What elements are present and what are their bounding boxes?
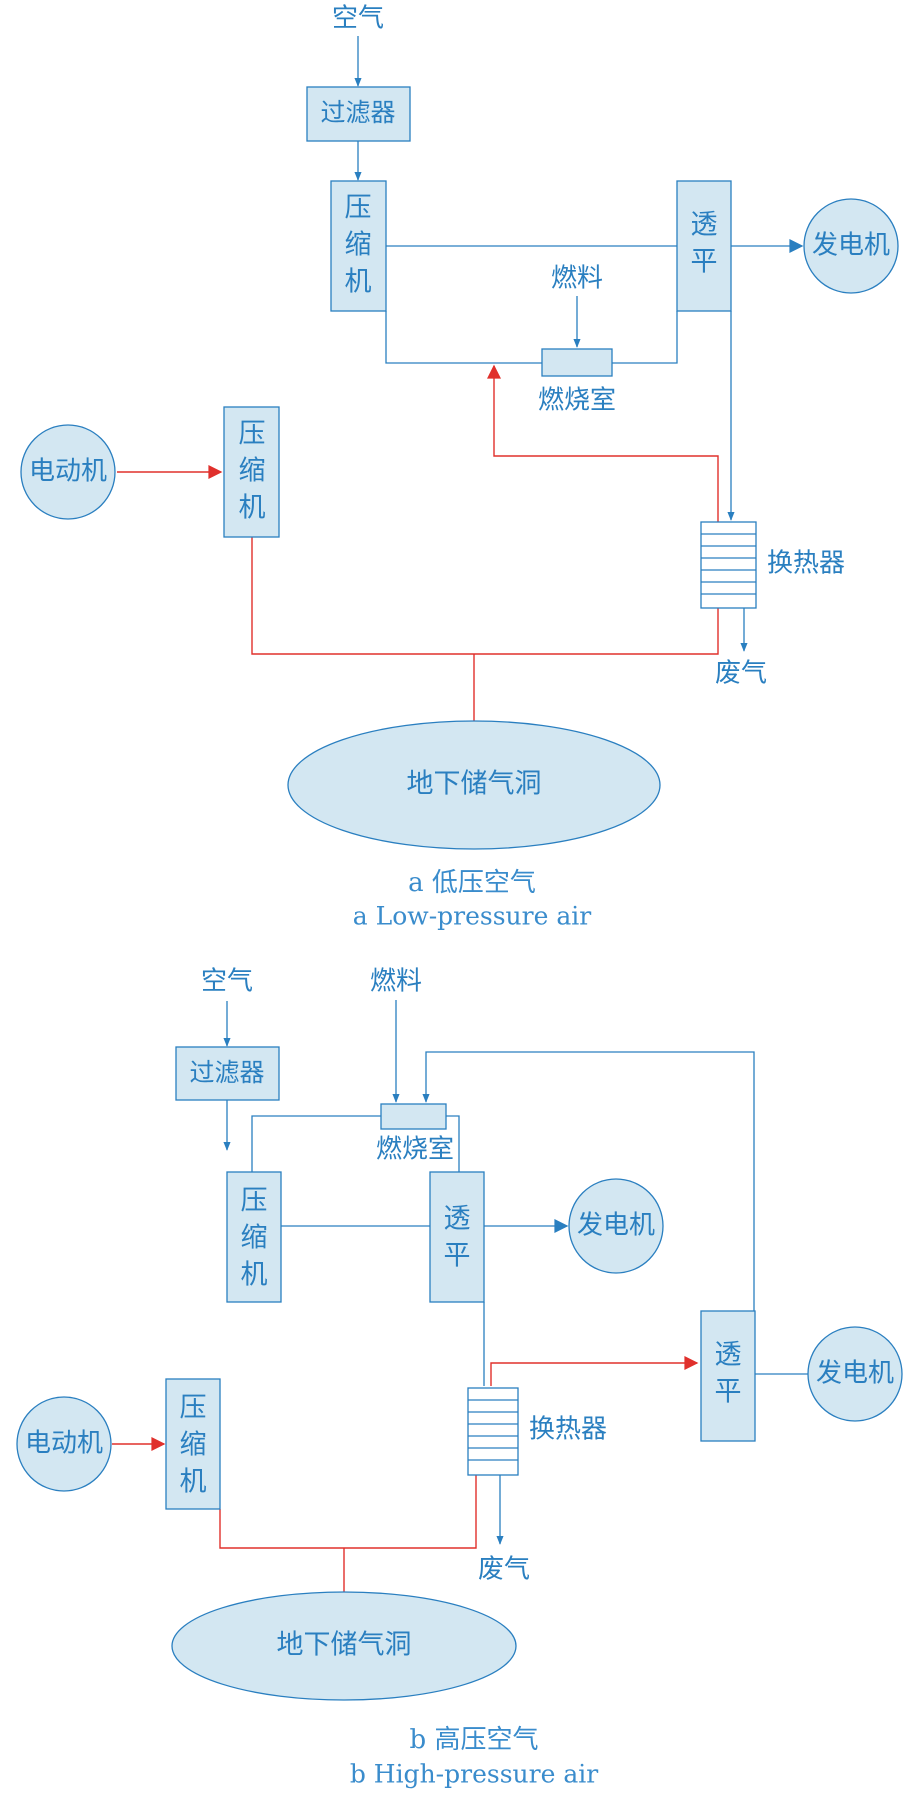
b-fuel-label: 燃料 bbox=[370, 967, 422, 997]
a-cavern-label: 地下储气洞 bbox=[407, 769, 542, 800]
b-caption-cn: b 高压空气 bbox=[410, 1725, 539, 1755]
b-motor-label: 电动机 bbox=[25, 1429, 103, 1459]
b-heated-air-line bbox=[490, 1356, 699, 1386]
diagram-b: 过滤器 压 缩 机 透 平 发电机 透 平 发电机 电动机 压 缩 机 bbox=[16, 967, 903, 1789]
a-filter-label: 过滤器 bbox=[320, 98, 395, 127]
a-turbine-char: 透 bbox=[691, 210, 718, 241]
diagram-a: 过滤器 压 缩 机 透 平 发电机 电动机 压 缩 机 地下储气洞 空气 燃料 bbox=[20, 4, 899, 931]
b-turbine2-char: 平 bbox=[715, 1377, 742, 1408]
a-air-label: 空气 bbox=[332, 4, 384, 34]
a-underground-cavern bbox=[287, 720, 661, 850]
a-motor-label: 电动机 bbox=[29, 457, 107, 487]
b-exhaust-label: 废气 bbox=[478, 1555, 530, 1585]
a-line-compressor-to-combustor bbox=[385, 311, 542, 364]
b-compressor bbox=[226, 1171, 282, 1303]
a-turbine-char: 平 bbox=[691, 247, 718, 278]
a-generator bbox=[803, 198, 899, 294]
a-compressor-2 bbox=[223, 406, 280, 538]
b-caption-en: b High-pressure air bbox=[350, 1760, 598, 1789]
b-filter-label: 过滤器 bbox=[189, 1058, 264, 1087]
a-return-air-line bbox=[487, 364, 719, 522]
a-compressor2-char: 压 bbox=[239, 419, 266, 450]
a-compressor bbox=[330, 180, 387, 312]
b-generator-2 bbox=[807, 1326, 903, 1422]
b-compressor2-char: 机 bbox=[180, 1467, 207, 1498]
a-caption-en: a Low-pressure air bbox=[353, 902, 591, 931]
b-generator2-label: 发电机 bbox=[816, 1359, 894, 1389]
b-compressor2-char: 压 bbox=[180, 1393, 207, 1424]
a-heat-exchanger-label: 换热器 bbox=[767, 549, 845, 579]
a-compressor-char: 机 bbox=[345, 267, 372, 298]
b-air-label: 空气 bbox=[201, 967, 253, 997]
b-compressor2-char: 缩 bbox=[180, 1430, 207, 1461]
a-fuel-label: 燃料 bbox=[551, 264, 603, 294]
b-heat-exchanger bbox=[467, 1387, 519, 1476]
b-recycle-line bbox=[422, 1051, 755, 1311]
b-filter bbox=[175, 1046, 280, 1101]
b-turbine bbox=[429, 1171, 485, 1303]
b-turbine-char: 平 bbox=[444, 1241, 471, 1272]
a-compressor-char: 压 bbox=[345, 193, 372, 224]
b-generator bbox=[568, 1178, 664, 1274]
b-compressor-char: 缩 bbox=[241, 1223, 268, 1254]
b-compressor-char: 机 bbox=[241, 1260, 268, 1291]
b-line-combustor-to-turbine bbox=[446, 1115, 460, 1172]
a-filter bbox=[306, 86, 411, 142]
a-caption-cn: a 低压空气 bbox=[408, 868, 536, 898]
a-line-combustor-to-turbine bbox=[612, 311, 678, 364]
a-generator-label: 发电机 bbox=[812, 231, 890, 261]
a-compressor2-char: 机 bbox=[239, 493, 266, 524]
a-combustor bbox=[541, 348, 613, 377]
a-heat-exchanger bbox=[700, 521, 757, 609]
b-generator-label: 发电机 bbox=[577, 1211, 655, 1241]
b-storage-line bbox=[219, 1475, 477, 1549]
a-exhaust-label: 废气 bbox=[715, 659, 767, 689]
b-combustor bbox=[380, 1103, 447, 1130]
a-storage-line bbox=[251, 537, 719, 655]
b-turbine2-char: 透 bbox=[715, 1340, 742, 1371]
b-compressor-2 bbox=[165, 1378, 221, 1510]
b-heat-exchanger-label: 换热器 bbox=[529, 1415, 607, 1445]
b-cavern-label: 地下储气洞 bbox=[277, 1630, 412, 1661]
a-motor bbox=[20, 424, 116, 520]
b-motor bbox=[16, 1396, 112, 1492]
b-line-compressor-to-combustor bbox=[251, 1115, 381, 1172]
b-compressor-char: 压 bbox=[241, 1186, 268, 1217]
b-combustor-label: 燃烧室 bbox=[376, 1135, 454, 1165]
a-turbine bbox=[676, 180, 732, 312]
b-turbine-2 bbox=[700, 1310, 756, 1442]
a-compressor-char: 缩 bbox=[345, 230, 372, 261]
a-compressor2-char: 缩 bbox=[239, 456, 266, 487]
a-combustor-label: 燃烧室 bbox=[538, 386, 616, 416]
b-turbine-char: 透 bbox=[444, 1204, 471, 1235]
b-underground-cavern bbox=[171, 1591, 517, 1701]
